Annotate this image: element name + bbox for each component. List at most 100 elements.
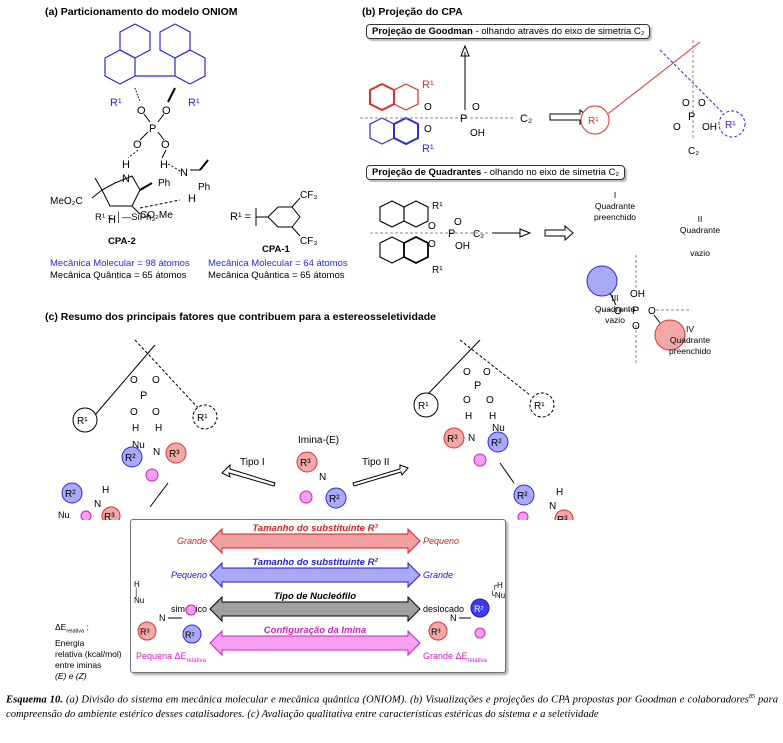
r3-label: R³ xyxy=(300,458,311,469)
quadrant-i-label: I Quadrante preenchido xyxy=(580,190,650,223)
factor-right-label: deslocado xyxy=(423,604,464,614)
r1-label: R¹ xyxy=(725,120,736,131)
substituent-dot xyxy=(299,490,313,504)
svg-text:O: O xyxy=(463,395,471,406)
quadrant-numeral: II xyxy=(697,214,703,224)
n-atom: N xyxy=(122,173,130,185)
svg-text:H: H xyxy=(465,411,472,422)
o-atom: O xyxy=(454,217,462,228)
quadrant-line2: vazio xyxy=(605,315,625,325)
tipo-ii-arrow-icon xyxy=(352,464,409,487)
caption-text: para compreensão do ambiente estérico de… xyxy=(6,694,778,720)
shifted-nu-icon: ╭H╰Nu xyxy=(490,581,506,600)
n-label: N xyxy=(450,613,457,623)
factor-right-label: Pequeno xyxy=(423,536,459,546)
p-atom: P xyxy=(460,113,467,125)
caption-text: (a) Divisão do sistema em mecânica molec… xyxy=(62,694,749,706)
nu-label: Nu xyxy=(58,510,70,520)
cpa1-name: CPA-1 xyxy=(262,244,290,255)
quadrant-line2: preenchido xyxy=(593,212,637,222)
o-atom: O xyxy=(162,105,171,117)
svg-text:O: O xyxy=(463,367,471,378)
h-atom: H xyxy=(122,159,130,171)
r1-label: R¹ xyxy=(432,265,443,276)
h-atom: H xyxy=(160,159,168,171)
factor-title: Configuração da Imina xyxy=(264,625,366,636)
legend-symbol: ΔE xyxy=(55,622,67,632)
subscript: relativa xyxy=(467,657,487,664)
r3-label: R³ xyxy=(104,512,115,520)
p-atom: P xyxy=(688,111,695,123)
imine-e-label: Imina-(E) xyxy=(298,435,339,446)
cf3-label: CF₃ xyxy=(300,236,317,247)
oh-label: OH xyxy=(470,128,485,139)
large-delta-e-text: Grande ΔE xyxy=(423,651,468,661)
o-atom: O xyxy=(698,98,706,109)
r1-equals: R¹ = xyxy=(230,211,251,223)
r2-label: R² xyxy=(474,604,484,614)
r2-label: R² xyxy=(185,630,195,640)
cpa1-mm-atoms: Mecânica Molecular = 64 átomos xyxy=(208,258,348,269)
transform-arrow-icon xyxy=(544,224,574,242)
caption-reference: 85 xyxy=(748,694,755,700)
legend-sub: relativa xyxy=(66,628,85,635)
quadrant-numeral: I xyxy=(613,190,617,200)
svg-text:P: P xyxy=(474,380,481,392)
figure-caption: Esquema 10. (a) Divisão do sistema em me… xyxy=(6,690,778,722)
factor-left-label: Grande xyxy=(177,536,207,546)
r1-label: R¹ xyxy=(418,401,429,412)
oh-label: OH xyxy=(702,122,717,133)
n-label: N xyxy=(468,433,475,444)
svg-text:O: O xyxy=(130,407,138,418)
svg-text:H: H xyxy=(155,423,162,434)
onium-structure-diagram: R¹ R¹ O O P O O H H N MeO₂C CO₂Me H N Ph… xyxy=(50,23,210,226)
r3-label: R³ xyxy=(447,434,458,445)
factor-left-label: Pequeno xyxy=(171,570,207,580)
cpa2-name: CPA-2 xyxy=(108,236,136,247)
panel-a-title: (a) Particionamento do modelo ONIOM xyxy=(45,6,238,18)
o-atom: O xyxy=(133,139,142,151)
r1-label: R¹ xyxy=(588,116,599,127)
legend-colon: : xyxy=(84,622,89,632)
o-atom: O xyxy=(673,122,681,133)
panel-b-title: (b) Projeção do CPA xyxy=(362,6,463,18)
large-delta-e-label: Grande ΔErelativa xyxy=(423,651,487,664)
binol-qm-region xyxy=(104,23,206,85)
n-label: N xyxy=(319,472,326,483)
tipo-i-label: Tipo I xyxy=(240,457,265,468)
quadrant-line1: Quadrante xyxy=(679,225,721,235)
small-delta-e-text: Pequena ΔE xyxy=(136,651,187,661)
o-atom: O xyxy=(682,98,690,109)
o-atom: O xyxy=(424,102,432,113)
r1-label: R¹ xyxy=(432,201,443,212)
svg-text:H: H xyxy=(132,423,139,434)
r1-blue: R¹ xyxy=(422,143,434,155)
o-atom: O xyxy=(161,139,170,151)
small-delta-e-label: Pequena ΔErelativa xyxy=(136,651,206,664)
large-delta-e-imine: R³ N R² xyxy=(428,598,490,641)
goodman-subtitle: - olhando através do eixo de simetria C₂ xyxy=(472,26,645,37)
svg-text:H: H xyxy=(489,411,496,422)
r1-left: R¹ xyxy=(110,97,122,109)
c2-axis-label: C₂ xyxy=(688,146,699,157)
caption-label: Esquema 10. xyxy=(6,694,63,706)
r1-blue-circle xyxy=(718,110,746,138)
factor-title: Tamanho do substituinte R³ xyxy=(252,523,378,534)
r3-label: R³ xyxy=(557,515,568,520)
symmetric-nu-icon: H│Nu xyxy=(134,580,145,605)
upper-naphthyl-red xyxy=(369,82,419,112)
factor-double-arrow xyxy=(209,595,421,623)
cpa1-aryl-substituent: R¹ = CF₃ CF₃ xyxy=(230,190,317,247)
n-label: N xyxy=(159,613,166,623)
legend-line: (E) e (Z) xyxy=(55,670,87,681)
o-atom: O xyxy=(137,105,146,117)
svg-text:O: O xyxy=(486,395,494,406)
p-atom: P xyxy=(448,228,455,240)
hantzsch-ester xyxy=(91,175,181,215)
r2-label: R² xyxy=(329,494,340,505)
r1-red-circle xyxy=(580,105,610,135)
